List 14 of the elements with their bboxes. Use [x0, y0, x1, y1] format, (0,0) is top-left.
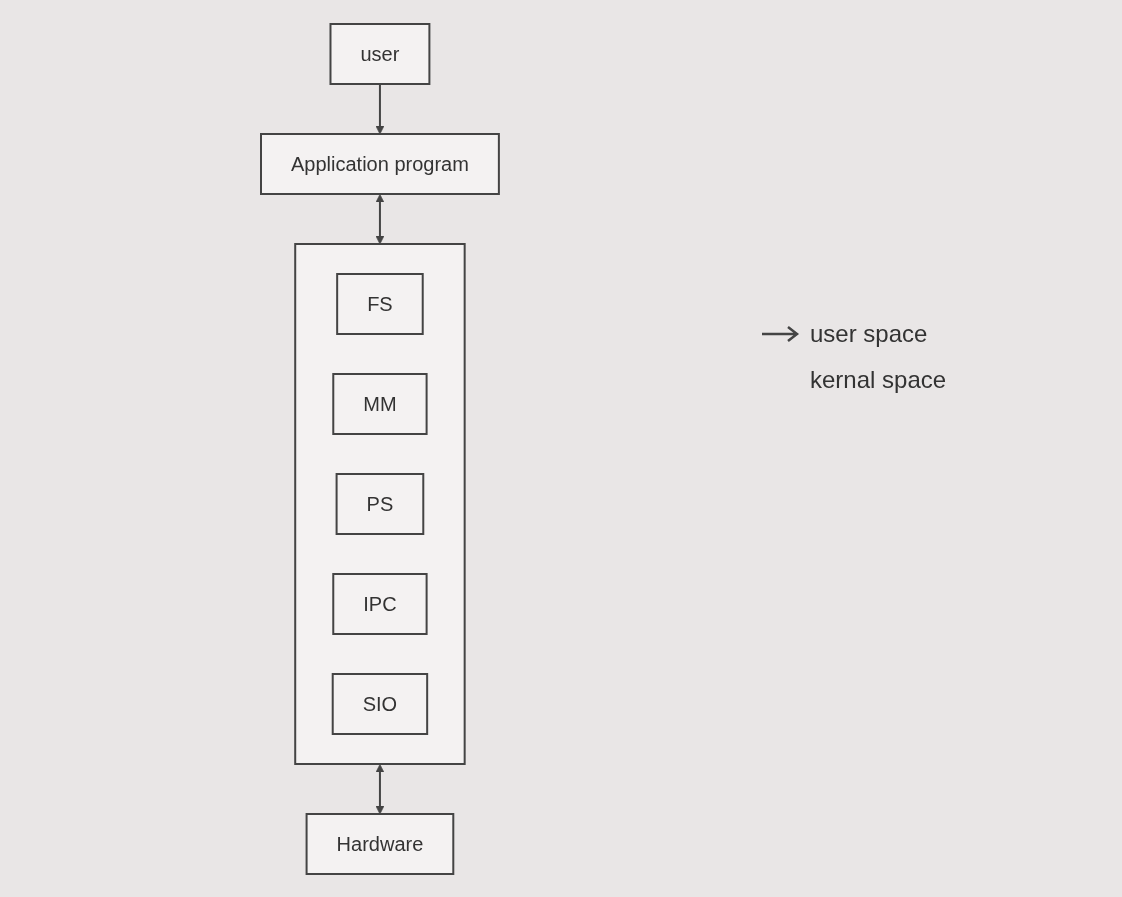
node-box: Hardware — [305, 812, 455, 875]
arrow — [375, 193, 385, 244]
node-box: IPC — [332, 572, 428, 635]
note-text: user space — [810, 320, 928, 348]
node-box: PS — [335, 472, 425, 535]
node-box: Application program — [260, 132, 500, 195]
arrow — [375, 82, 385, 134]
arrow — [375, 763, 385, 814]
node-box: SIO — [331, 672, 429, 735]
node-box: user — [329, 22, 431, 85]
note-text: kernal space — [810, 366, 947, 394]
node-box: FS — [336, 272, 424, 335]
cluster — [294, 242, 466, 765]
node-box: MM — [332, 372, 428, 435]
